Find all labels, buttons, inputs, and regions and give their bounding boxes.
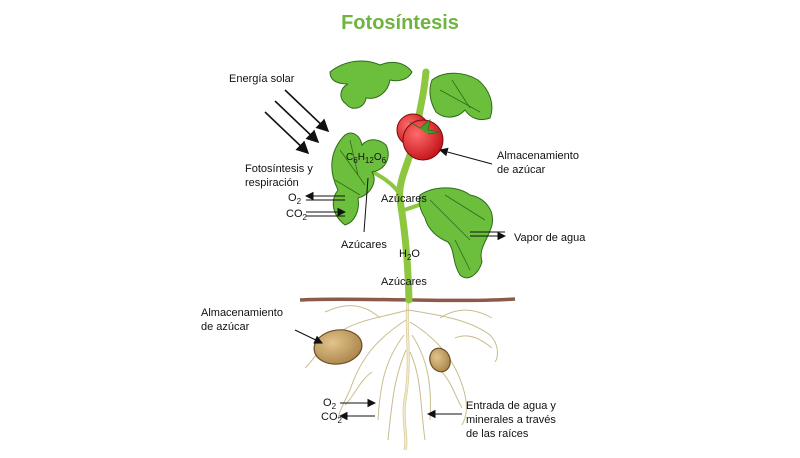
label-fotosintesis: Fotosíntesis y respiración (245, 162, 313, 190)
potato-left (313, 329, 363, 365)
diagram-title: Fotosíntesis (341, 12, 459, 34)
stem (396, 68, 430, 304)
label-almacenamiento-top: Almacenamiento de azúcar (497, 150, 579, 176)
label-o2-top: O2 (288, 192, 302, 207)
label-fotosintesis-line2: respiración (245, 177, 299, 189)
label-azucares-stem-bottom: Azúcares (381, 276, 427, 288)
label-azucares-left: Azúcares (341, 239, 387, 251)
label-h2o: H2O (399, 248, 420, 263)
label-energia-solar: Energía solar (229, 73, 295, 85)
label-glucose-formula: C6H12O6 (346, 152, 387, 165)
tomato-front (402, 119, 444, 161)
label-fotosintesis-line1: Fotosíntesis y (245, 163, 313, 175)
label-co2-bottom: CO2 (321, 411, 342, 426)
leaf-top (329, 60, 413, 109)
leaf-right (418, 187, 494, 279)
potato-right (429, 347, 451, 373)
leaf-left (331, 132, 389, 226)
label-almacenamiento-bottom: Almacenamiento de azúcar (201, 307, 283, 333)
soil-line (299, 297, 516, 303)
label-vapor-agua: Vapor de agua (514, 232, 586, 244)
label-azucares-stem-top: Azúcares (381, 193, 427, 205)
leaf-upper-right (429, 72, 493, 121)
label-co2-top: CO2 (286, 208, 307, 223)
label-o2-bottom: O2 (323, 397, 337, 412)
label-entrada: Entrada de agua y minerales a través de … (466, 400, 556, 440)
